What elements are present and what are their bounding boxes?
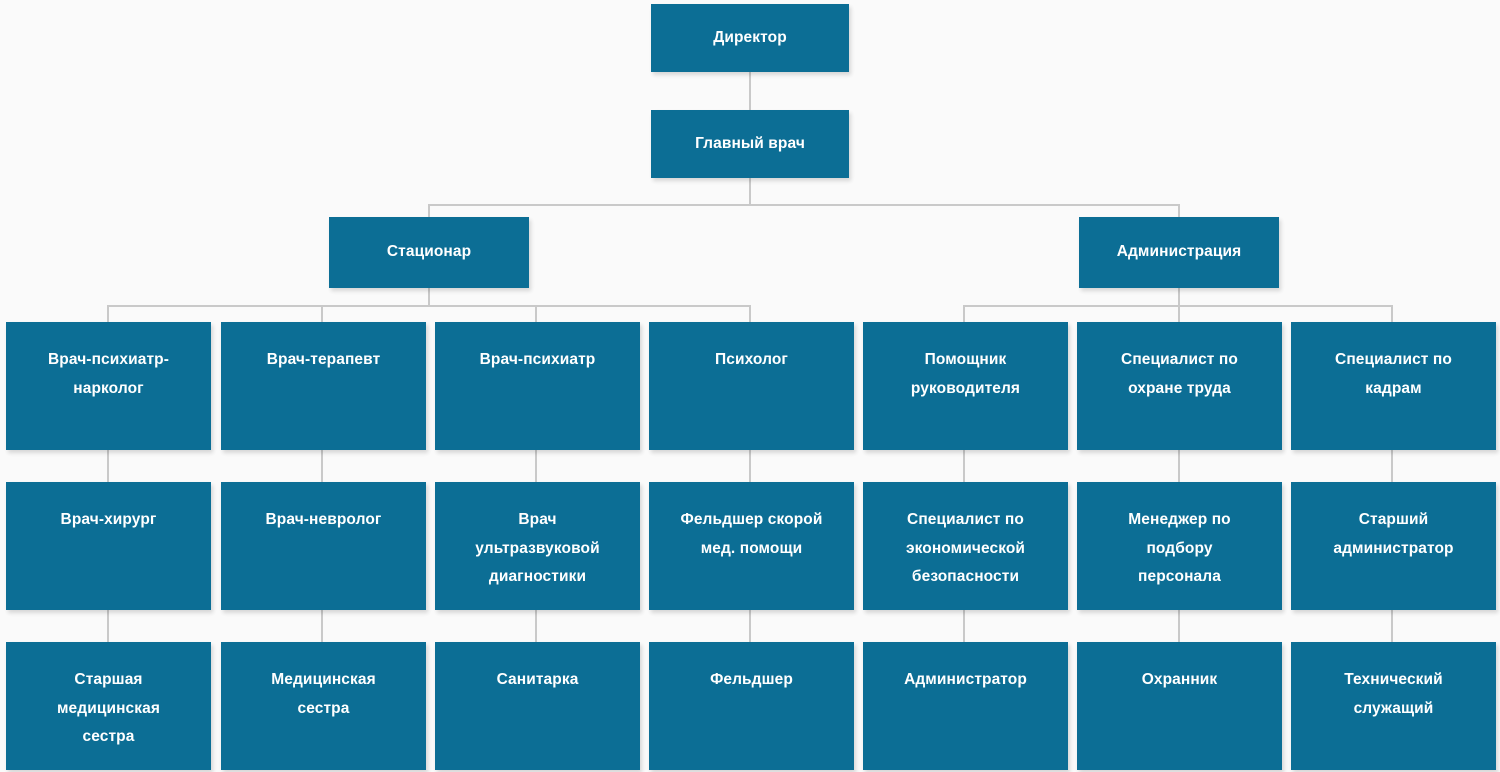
node-security-guard[interactable]: Охранник — [1077, 642, 1282, 770]
node-psychologist-label: Психолог — [715, 351, 788, 368]
node-head-nurse[interactable]: Старшая медицинская сестра — [6, 642, 211, 770]
node-inpatient-label: Стационар — [386, 243, 472, 261]
connector-drop-col4 — [749, 305, 751, 323]
node-labor-safety-specialist-label: Специалист по охране труда — [1121, 351, 1238, 397]
node-technical-staff[interactable]: Технический служащий — [1291, 642, 1496, 770]
node-assistant-manager[interactable]: Помощник руководителя — [863, 322, 1068, 450]
connector-col2-r5-r6 — [321, 610, 323, 642]
connector-administration-down — [1178, 288, 1180, 306]
connector-drop-col6 — [1178, 305, 1180, 323]
node-hr-specialist[interactable]: Специалист по кадрам — [1291, 322, 1496, 450]
connector-drop-col5 — [963, 305, 965, 323]
connector-drop-col3 — [535, 305, 537, 323]
connector-drop-col2 — [321, 305, 323, 323]
connector-col3-r5-r6 — [535, 610, 537, 642]
node-director[interactable]: Директор — [651, 4, 849, 72]
node-therapist[interactable]: Врач-терапевт — [221, 322, 426, 450]
connector-col4-r4-r5 — [749, 450, 751, 482]
node-psychiatrist-narcologist[interactable]: Врач-психиатр- нарколог — [6, 322, 211, 450]
node-orderly[interactable]: Санитарка — [435, 642, 640, 770]
node-psychiatrist-label: Врач-психиатр — [479, 351, 596, 368]
node-ultrasound-doctor[interactable]: Врач ультразвуковой диагностики — [435, 482, 640, 610]
connector-bus-to-inpatient — [428, 204, 430, 218]
node-psychiatrist[interactable]: Врач-психиатр — [435, 322, 640, 450]
connector-col3-r4-r5 — [535, 450, 537, 482]
node-ultrasound-doctor-label: Врач ультразвуковой диагностики — [475, 511, 600, 586]
node-psychiatrist-narcologist-label: Врач-психиатр- нарколог — [48, 351, 169, 397]
connector-bus-administration-children — [963, 305, 1392, 307]
node-labor-safety-specialist[interactable]: Специалист по охране труда — [1077, 322, 1282, 450]
connector-col2-r4-r5 — [321, 450, 323, 482]
connector-col5-r5-r6 — [963, 610, 965, 642]
node-recruitment-manager[interactable]: Менеджер по подбору персонала — [1077, 482, 1282, 610]
node-recruitment-manager-label: Менеджер по подбору персонала — [1128, 511, 1231, 586]
node-senior-administrator[interactable]: Старший администратор — [1291, 482, 1496, 610]
connector-director-chief — [749, 72, 751, 110]
node-administration-label: Администрация — [1116, 243, 1242, 261]
connector-drop-col7 — [1391, 305, 1393, 323]
connector-drop-col1 — [107, 305, 109, 323]
connector-col1-r5-r6 — [107, 610, 109, 642]
node-ambulance-paramedic[interactable]: Фельдшер скорой мед. помощи — [649, 482, 854, 610]
node-chief-doctor[interactable]: Главный врач — [651, 110, 849, 178]
node-neurologist-label: Врач-невролог — [265, 511, 382, 528]
node-hr-specialist-label: Специалист по кадрам — [1335, 351, 1452, 397]
node-administrator-label: Администратор — [904, 671, 1027, 688]
node-neurologist[interactable]: Врач-невролог — [221, 482, 426, 610]
connector-col6-r5-r6 — [1178, 610, 1180, 642]
node-administration[interactable]: Администрация — [1079, 217, 1279, 288]
node-inpatient[interactable]: Стационар — [329, 217, 529, 288]
connector-col6-r4-r5 — [1178, 450, 1180, 482]
connector-bus-level3 — [428, 204, 1179, 206]
node-chief-doctor-label: Главный врач — [695, 134, 805, 152]
connector-col5-r4-r5 — [963, 450, 965, 482]
node-paramedic-label: Фельдшер — [710, 671, 793, 688]
node-director-label: Директор — [713, 28, 787, 46]
node-paramedic[interactable]: Фельдшер — [649, 642, 854, 770]
node-nurse-label: Медицинская сестра — [271, 671, 376, 717]
node-head-nurse-label: Старшая медицинская сестра — [56, 671, 160, 746]
node-surgeon-label: Врач-хирург — [60, 511, 157, 528]
connector-col7-r5-r6 — [1391, 610, 1393, 642]
node-economic-security-specialist-label: Специалист по экономической безопасности — [905, 511, 1026, 586]
connector-bus-to-administration — [1178, 204, 1180, 218]
connector-inpatient-down — [428, 288, 430, 306]
node-ambulance-paramedic-label: Фельдшер скорой мед. помощи — [680, 511, 823, 557]
node-economic-security-specialist[interactable]: Специалист по экономической безопасности — [863, 482, 1068, 610]
node-therapist-label: Врач-терапевт — [266, 351, 381, 368]
node-senior-administrator-label: Старший администратор — [1333, 511, 1454, 557]
node-surgeon[interactable]: Врач-хирург — [6, 482, 211, 610]
connector-bus-inpatient-children — [107, 305, 750, 307]
node-nurse[interactable]: Медицинская сестра — [221, 642, 426, 770]
connector-col1-r4-r5 — [107, 450, 109, 482]
node-assistant-manager-label: Помощник руководителя — [910, 351, 1021, 397]
node-psychologist[interactable]: Психолог — [649, 322, 854, 450]
connector-col7-r4-r5 — [1391, 450, 1393, 482]
node-orderly-label: Санитарка — [496, 671, 579, 688]
node-security-guard-label: Охранник — [1141, 671, 1218, 688]
node-technical-staff-label: Технический служащий — [1344, 671, 1443, 717]
connector-chief-down — [749, 178, 751, 205]
node-administrator[interactable]: Администратор — [863, 642, 1068, 770]
connector-col4-r5-r6 — [749, 610, 751, 642]
